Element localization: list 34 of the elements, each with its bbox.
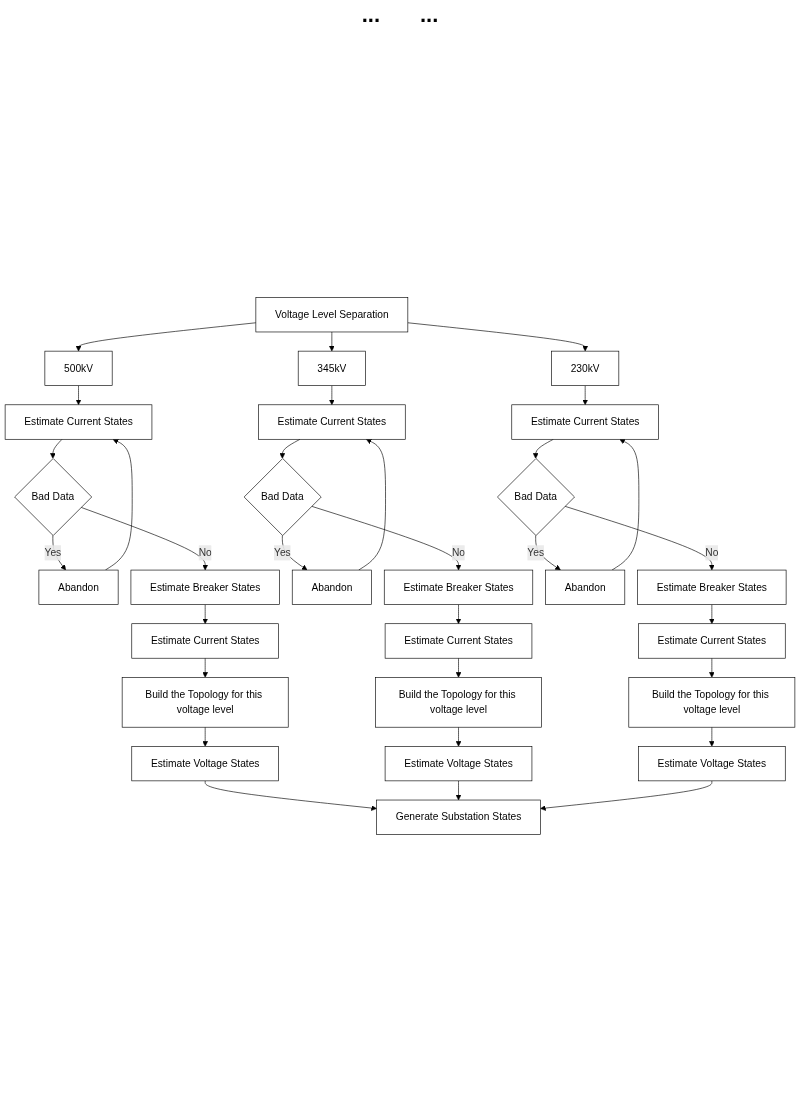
edge-label: Yes [274,547,291,558]
node-box: Estimate Breaker States [383,569,534,605]
ellipsis-text: ... [361,2,380,28]
node-diamond: Bad Data [497,458,575,536]
node-box: Abandon [291,569,372,605]
node-box: Estimate Current States [131,623,279,659]
node-box: Estimate Current States [511,404,659,440]
node-box: Generate Substation States [376,799,541,835]
node-diamond: Bad Data [243,458,322,536]
node-box: Estimate Voltage States [131,746,279,782]
edge-label: No [451,547,466,558]
node-box: Abandon [545,569,626,605]
node-box: Abandon [38,569,119,605]
node-box: Estimate Current States [384,623,533,659]
node-box: Estimate Breaker States [637,569,787,605]
node-box: Estimate Breaker States [130,569,280,605]
edge-label: Yes [527,547,545,558]
node-box: Voltage Level Separation [255,297,409,333]
node-box: Estimate Voltage States [384,746,533,782]
node-diamond: Bad Data [14,458,93,536]
edge-label: No [705,547,719,558]
node-box: Estimate Voltage States [638,746,786,782]
node-box: Build the Topology for this voltage level [375,677,542,728]
node-box: 500kV [44,350,113,386]
node-box: Estimate Current States [258,404,406,440]
node-box: Build the Topology for this voltage level [121,677,289,728]
node-box: 230kV [551,350,620,386]
node-box: Build the Topology for this voltage level [628,677,796,728]
node-box: Estimate Current States [638,623,786,659]
edge-label: Yes [44,547,62,558]
node-box: 345kV [297,350,366,386]
edge-label: No [198,547,212,558]
ellipsis-text: ... [420,2,439,28]
node-box: Estimate Current States [4,404,153,440]
